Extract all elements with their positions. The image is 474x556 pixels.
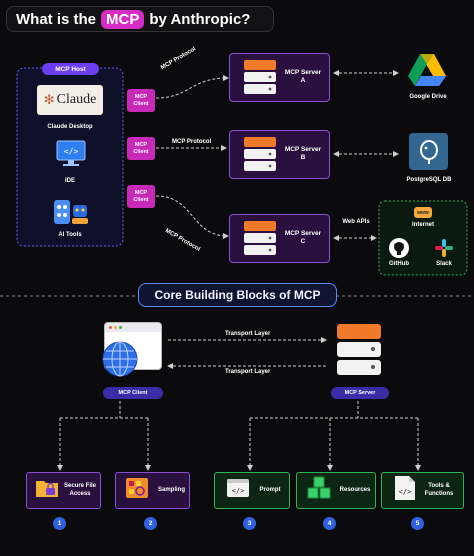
server-a-label: MCP Server A — [284, 69, 322, 85]
svg-text:</>: </> — [232, 487, 245, 495]
web-apis-label: Web APIs — [342, 219, 370, 225]
core-mcp-server-label: MCP Server — [331, 387, 389, 399]
block-secure-file-access: Secure File Access — [26, 472, 101, 509]
claude-logo-text: Claude — [56, 92, 97, 107]
title-highlight: MCP — [101, 9, 145, 29]
ide-label: IDE — [64, 178, 75, 184]
postgresql-icon — [409, 133, 448, 170]
block-number-3: 3 — [243, 517, 256, 530]
mcp-client-badge-b: MCP Client — [127, 137, 155, 160]
mcp-host-label: MCP Host — [42, 63, 99, 75]
claude-star-icon: ✻ — [43, 92, 55, 107]
title-suffix: by Anthropic? — [149, 10, 251, 28]
core-building-blocks-title: Core Building Blocks of MCP — [138, 283, 337, 307]
github-label: GitHub — [389, 261, 409, 267]
claude-logo: ✻ Claude — [37, 85, 103, 115]
transport-layer-top-label: Transport Layer — [225, 331, 271, 337]
core-mcp-client-label: MCP Client — [103, 387, 163, 399]
ai-tools-icon — [52, 197, 90, 232]
block-number-5: 5 — [411, 517, 424, 530]
internet-label: Internet — [411, 222, 434, 228]
github-icon — [389, 238, 409, 258]
block-3-label: Prompt — [259, 486, 281, 493]
mcp-client-badge-c: MCP Client — [127, 185, 155, 208]
google-drive-icon — [407, 52, 447, 93]
claude-desktop-label: Claude Desktop — [47, 124, 93, 130]
cubes-icon — [306, 476, 332, 505]
core-server-stack-icon — [336, 322, 382, 385]
block-4-label: Resources — [339, 486, 371, 493]
server-stack-icon — [243, 135, 277, 180]
slack-label: Slack — [436, 261, 452, 267]
block-number-4: 4 — [323, 517, 336, 530]
block-number-2: 2 — [144, 517, 157, 530]
protocol-label-b: MCP Protocol — [172, 139, 212, 145]
server-stack-icon — [243, 58, 277, 103]
postgresql-label: PostgreSQL DB — [406, 177, 452, 183]
block-1-label: Secure File Access — [63, 483, 96, 497]
mcp-client-badge-a: MCP Client — [127, 89, 155, 112]
block-number-1: 1 — [53, 517, 66, 530]
block-prompt: </> Prompt — [214, 472, 290, 509]
svg-text:</>: </> — [64, 147, 79, 156]
google-drive-label: Google Drive — [409, 94, 447, 100]
code-monitor-icon: </> — [55, 140, 87, 173]
svg-text:</>: </> — [399, 488, 412, 496]
page-title: What is the MCP by Anthropic? — [6, 6, 274, 32]
block-sampling: Sampling — [115, 472, 190, 509]
transport-layer-bottom-label: Transport Layer — [225, 369, 271, 375]
block-2-label: Sampling — [157, 486, 185, 493]
title-prefix: What is the — [16, 10, 97, 28]
ai-tools-label: AI Tools — [58, 232, 82, 238]
folder-lock-icon — [35, 477, 59, 504]
slack-icon — [434, 238, 454, 263]
server-stack-icon — [243, 219, 277, 264]
code-file-icon: </> — [394, 475, 416, 506]
sampling-grid-icon — [125, 477, 149, 504]
block-tools-functions: </> Tools & Functions — [381, 472, 464, 509]
block-5-label: Tools & Functions — [424, 483, 454, 497]
internet-www-icon: www — [414, 207, 432, 218]
globe-icon — [101, 340, 139, 383]
server-b-label: MCP Server B — [284, 146, 322, 162]
prompt-window-icon: </> — [226, 477, 250, 504]
block-resources: Resources — [296, 472, 376, 509]
server-c-label: MCP Server C — [284, 230, 322, 246]
